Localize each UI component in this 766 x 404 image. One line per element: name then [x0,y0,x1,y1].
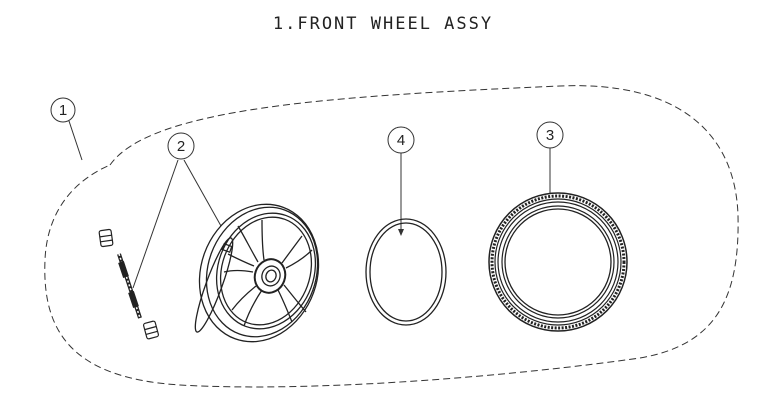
callout-1-label: 1 [59,102,67,119]
callout-4-label: 4 [397,132,405,149]
callout-3: 3 [536,121,564,194]
callout-1: 1 [50,97,83,161]
inner-tube [365,218,447,326]
assembly-boundary [44,85,739,388]
rim-wheel [194,203,320,343]
tire [488,192,628,332]
callout-4: 4 [387,126,415,236]
callout-2-label: 2 [177,138,185,155]
callout-2: 2 [132,132,222,289]
diagram-title: 1.FRONT WHEEL ASSY [272,14,494,34]
callout-3-label: 3 [546,127,554,144]
axle-assembly [98,228,160,340]
